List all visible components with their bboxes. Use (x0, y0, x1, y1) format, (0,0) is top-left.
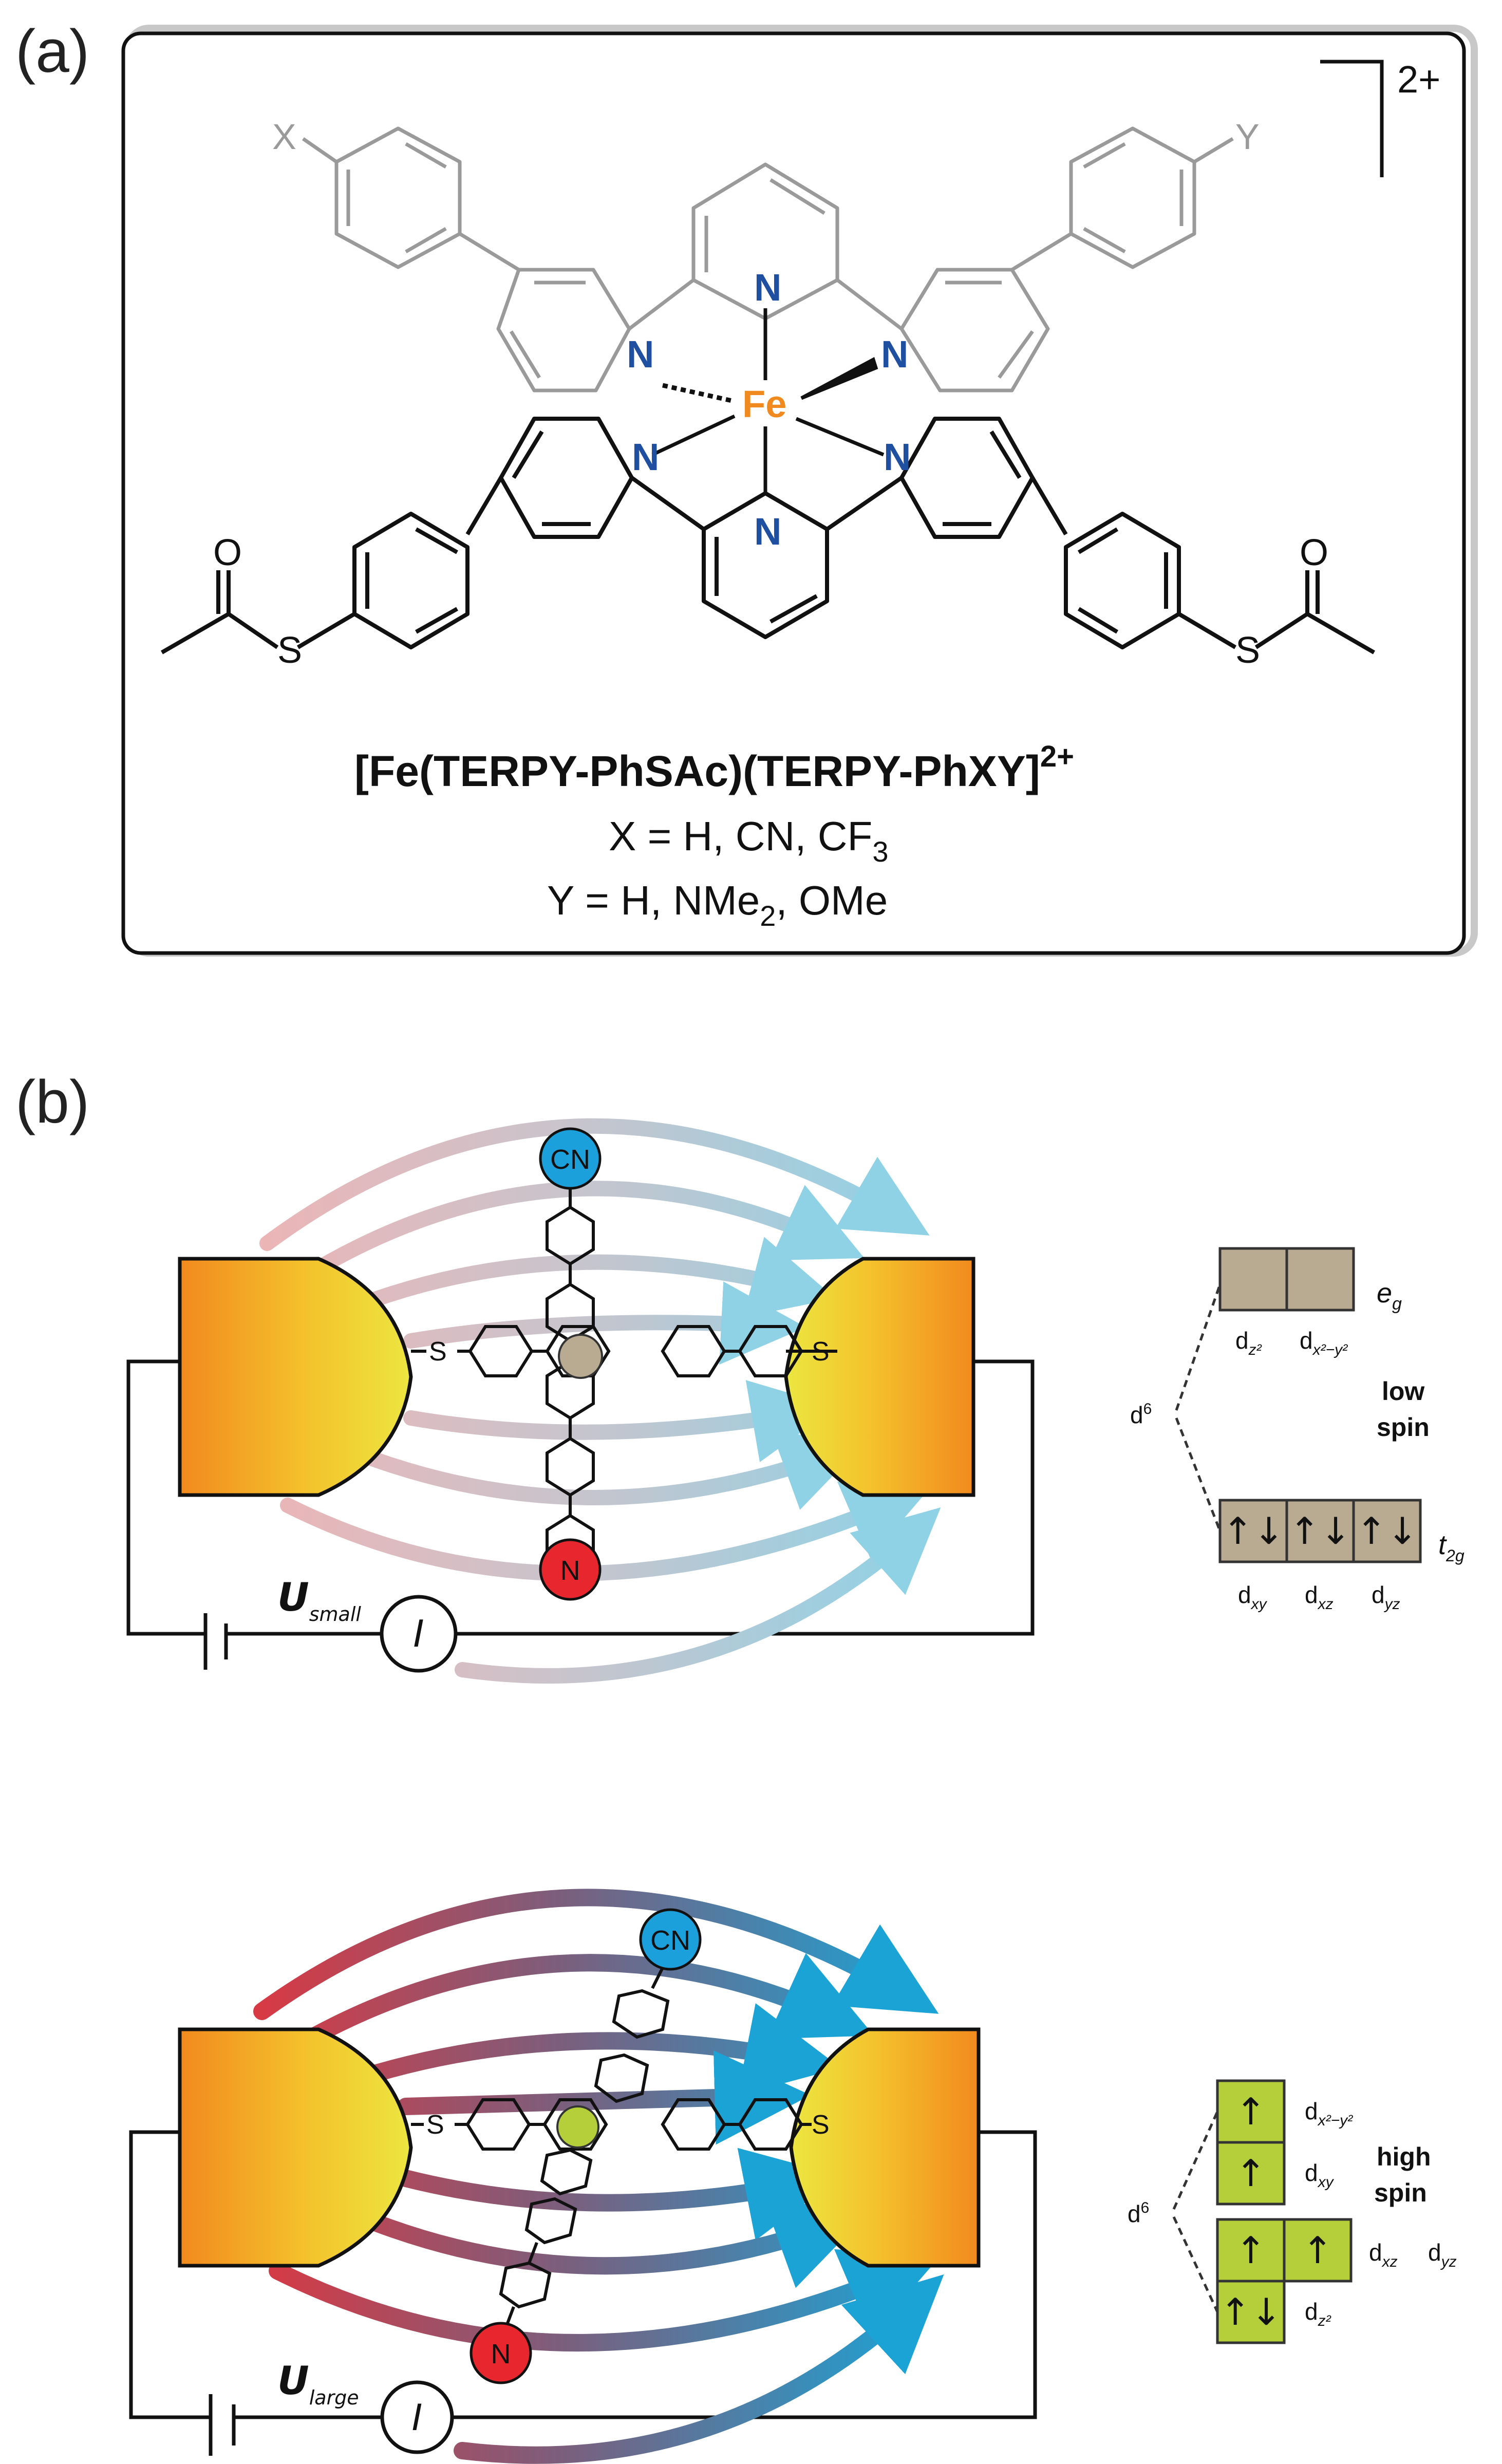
occupancy-x2y2: ↑ (1235, 2090, 1266, 2133)
high-spin-label-2: spin (1374, 2178, 1427, 2207)
eg-box-2 (1285, 1247, 1355, 1312)
orbital-box-yz (1283, 2218, 1353, 2283)
d6-label-top: d6 (1130, 1401, 1152, 1428)
n-atom-central-upper: N (754, 266, 781, 309)
orbital-dxz-label: dxz (1305, 1581, 1334, 1613)
high-spin-label-1: high (1377, 2142, 1431, 2171)
orbital-yz-label: dyz (1428, 2239, 1457, 2270)
n-label-bottom: N (491, 2339, 511, 2369)
substituent-x: X (272, 117, 296, 157)
sulfur-left-top: S (429, 1337, 447, 1367)
oxygen-right: O (1300, 532, 1328, 573)
substituent-y: Y (1235, 117, 1260, 157)
sulfur-left-bottom: S (426, 2110, 444, 2140)
occupancy-z2: ↑↓ (1220, 2290, 1282, 2334)
orbital-dxy-label: dxy (1238, 1581, 1268, 1613)
t2g-occupancy-3: ↑↓ (1356, 1509, 1418, 1553)
d6-label-bottom: d6 (1128, 2199, 1149, 2227)
t2g-box-3 (1352, 1499, 1422, 1563)
occupancy-xy: ↑ (1235, 2152, 1266, 2195)
ammeter-top (380, 1595, 458, 1673)
x-substituents: X = H, CN, CF3 (609, 813, 889, 868)
panel-b-label: (b) (15, 1068, 89, 1136)
y-substituents: Y = H, NMe2, OMe (547, 878, 888, 932)
t2g-occupancy-2: ↑↓ (1289, 1509, 1351, 1553)
charge-bracket: 2+ (1320, 58, 1440, 177)
low-spin-label-2: spin (1377, 1413, 1430, 1442)
n-atom-right-lower: N (884, 436, 911, 478)
charge-label: 2+ (1397, 58, 1440, 101)
orbital-z2-label: dz² (1305, 2298, 1331, 2329)
black-terpy-ligand (161, 417, 1375, 655)
orbital-xy-label: dxy (1305, 2159, 1335, 2191)
nitrogen-labels: N N N N N N (627, 266, 911, 553)
sulfur-right-top: S (812, 1337, 830, 1367)
current-label-top: I (413, 1612, 424, 1655)
low-spin-label-1: low (1382, 1377, 1424, 1406)
orbital-x2y2-label: dx²−y² (1305, 2098, 1353, 2129)
n-atom-central-lower: N (754, 510, 781, 553)
orbital-dx2y2-label: dx²−y² (1300, 1327, 1348, 1358)
ammeter-bottom (380, 2380, 454, 2454)
sulfur-right-bottom: S (812, 2110, 830, 2140)
iron-center-low-spin (558, 1334, 603, 1379)
junction-low-spin: S S CN N Usmall I (126, 1118, 1035, 1684)
cn-label-bottom: CN (650, 1925, 690, 1956)
occupancy-yz: ↑ (1302, 2229, 1333, 2272)
cn-group-top (539, 1127, 602, 1190)
t2g-occupancy-1: ↑↓ (1223, 1509, 1285, 1553)
coordination-bonds (651, 308, 885, 493)
orbital-xz-label: dxz (1369, 2239, 1398, 2270)
gray-terpy-ligand (302, 126, 1234, 393)
cn-label-top: CN (550, 1144, 590, 1175)
sulfur-right: S (1235, 630, 1260, 671)
cn-group-bottom (639, 1908, 702, 1971)
nme2-group-bottom (470, 2322, 532, 2384)
occupancy-xz: ↑ (1235, 2229, 1266, 2272)
n-atom-right-upper: N (881, 333, 908, 376)
junction-high-spin: S S CN N Ularge I (129, 1889, 1037, 2464)
current-label-bottom: I (412, 2397, 423, 2439)
iron-center-high-spin (556, 2105, 599, 2149)
n-atom-left-upper: N (627, 333, 654, 376)
complex-formula: [Fe(TERPY-PhSAc)(TERPY-PhXY]2+ (354, 740, 1074, 795)
orbital-diagram-low-spin: eg dz² dx²−y² ↑↓ ↑↓ ↑↓ t2g dxy dxz dyz d… (1130, 1247, 1465, 1613)
n-atom-left-lower: N (632, 436, 659, 478)
nme2-group-top (539, 1538, 602, 1601)
panel-a-label: (a) (15, 17, 89, 85)
eg-box-1 (1218, 1247, 1288, 1312)
t2g-label: t2g (1438, 1529, 1465, 1565)
n-label-top: N (560, 1555, 580, 1586)
voltage-small-label: Usmall (277, 1574, 361, 1626)
orbital-box-xy (1216, 2141, 1286, 2206)
orbital-dz2-label: dz² (1235, 1327, 1262, 1358)
t2g-box-2 (1285, 1499, 1355, 1563)
eg-label: eg (1377, 1278, 1402, 1314)
orbital-diagram-high-spin: ↑ dx²−y² ↑ dxy ↑ ↑ dxz dyz ↑↓ dz² d6 hig… (1128, 2079, 1457, 2344)
iron-center: Fe (742, 383, 786, 425)
orbital-dyz-label: dyz (1372, 1581, 1400, 1613)
oxygen-left: O (213, 532, 242, 573)
voltage-large-label: Ularge (277, 2358, 359, 2409)
sulfur-left: S (277, 630, 302, 671)
